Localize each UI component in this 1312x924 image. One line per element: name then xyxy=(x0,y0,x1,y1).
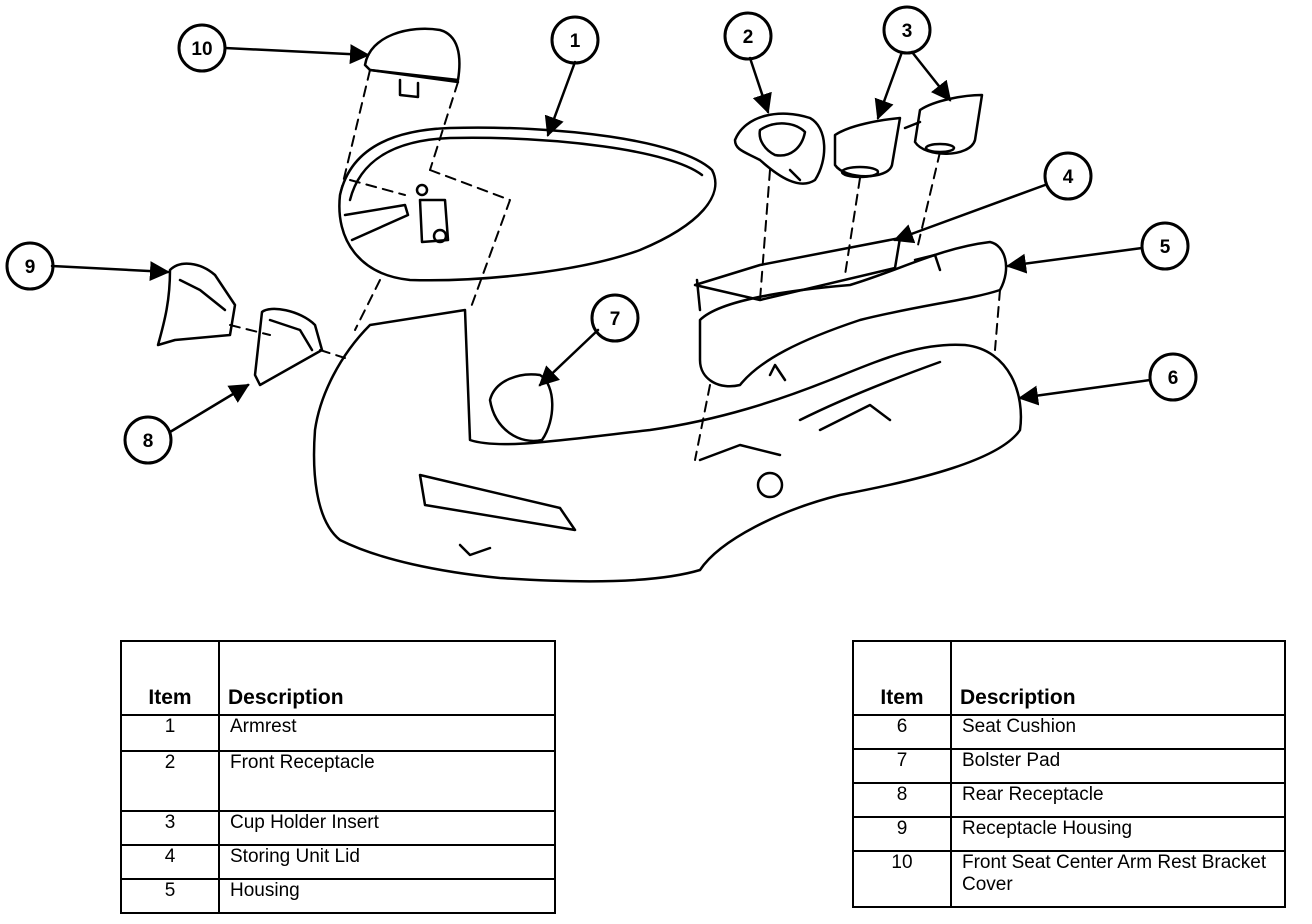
item-number: 7 xyxy=(852,748,952,784)
front-receptacle-part xyxy=(733,112,826,185)
item-description: Front Seat Center Arm Rest Bracket Cover xyxy=(950,850,1286,908)
callout-5: 5 xyxy=(1160,237,1171,258)
bracket-cover-part xyxy=(363,27,461,99)
header-item: Item xyxy=(852,640,952,716)
assembly-lines xyxy=(229,69,1001,461)
legend-header-row: Item Description xyxy=(852,640,1286,716)
table-row: 7 Bolster Pad xyxy=(852,748,1286,784)
item-number: 3 xyxy=(120,810,220,846)
item-description: Receptacle Housing xyxy=(950,816,1286,852)
table-row: 5 Housing xyxy=(120,878,556,914)
item-number: 1 xyxy=(120,714,220,752)
header-description: Description xyxy=(950,640,1286,716)
table-row: 8 Rear Receptacle xyxy=(852,782,1286,818)
item-description: Rear Receptacle xyxy=(950,782,1286,818)
table-row: 3 Cup Holder Insert xyxy=(120,810,556,846)
item-number: 9 xyxy=(852,816,952,852)
seat-cushion-part xyxy=(312,308,1023,583)
housing-part xyxy=(698,240,1008,388)
item-description: Bolster Pad xyxy=(950,748,1286,784)
item-description: Seat Cushion xyxy=(950,714,1286,750)
callout-10: 10 xyxy=(191,39,212,60)
item-number: 4 xyxy=(120,844,220,880)
callout-3: 3 xyxy=(902,21,913,42)
item-description: Storing Unit Lid xyxy=(218,844,556,880)
item-number: 5 xyxy=(120,878,220,914)
item-number: 2 xyxy=(120,750,220,812)
table-row: 4 Storing Unit Lid xyxy=(120,844,556,880)
table-row: 1 Armrest xyxy=(120,714,556,752)
item-number: 10 xyxy=(852,850,952,908)
legend-table-right: Item Description 6 Seat Cushion 7 Bolste… xyxy=(852,640,1286,908)
callout-1: 1 xyxy=(570,31,581,52)
bolster-pad-part xyxy=(488,373,554,443)
exploded-parts-diagram: 10 1 2 3 4 5 6 7 8 9 xyxy=(5,5,1198,583)
receptacle-housing-part xyxy=(156,262,237,347)
armrest-part xyxy=(338,126,717,282)
table-row: 6 Seat Cushion xyxy=(852,714,1286,750)
callout-7: 7 xyxy=(610,309,621,330)
callout-2: 2 xyxy=(743,27,754,48)
item-description: Cup Holder Insert xyxy=(218,810,556,846)
callout-9: 9 xyxy=(25,257,36,278)
item-number: 6 xyxy=(852,714,952,750)
cup-holder-insert-right xyxy=(903,93,984,155)
table-row: 9 Receptacle Housing xyxy=(852,816,1286,852)
table-row: 10 Front Seat Center Arm Rest Bracket Co… xyxy=(852,850,1286,908)
legend-header-row: Item Description xyxy=(120,640,556,716)
item-number: 8 xyxy=(852,782,952,818)
rear-receptacle-part xyxy=(253,307,324,387)
callout-8: 8 xyxy=(143,431,154,452)
item-description: Armrest xyxy=(218,714,556,752)
item-description: Front Receptacle xyxy=(218,750,556,812)
callout-4: 4 xyxy=(1063,167,1074,188)
legend-table-left: Item Description 1 Armrest 2 Front Recep… xyxy=(120,640,556,914)
table-row: 2 Front Receptacle xyxy=(120,750,556,812)
header-description: Description xyxy=(218,640,556,716)
storing-unit-lid-part xyxy=(693,236,902,312)
cup-holder-insert-left xyxy=(833,116,902,179)
callout-circles xyxy=(5,5,1198,465)
header-item: Item xyxy=(120,640,220,716)
callout-6: 6 xyxy=(1168,368,1179,389)
item-description: Housing xyxy=(218,878,556,914)
leader-arrows xyxy=(50,44,1152,434)
